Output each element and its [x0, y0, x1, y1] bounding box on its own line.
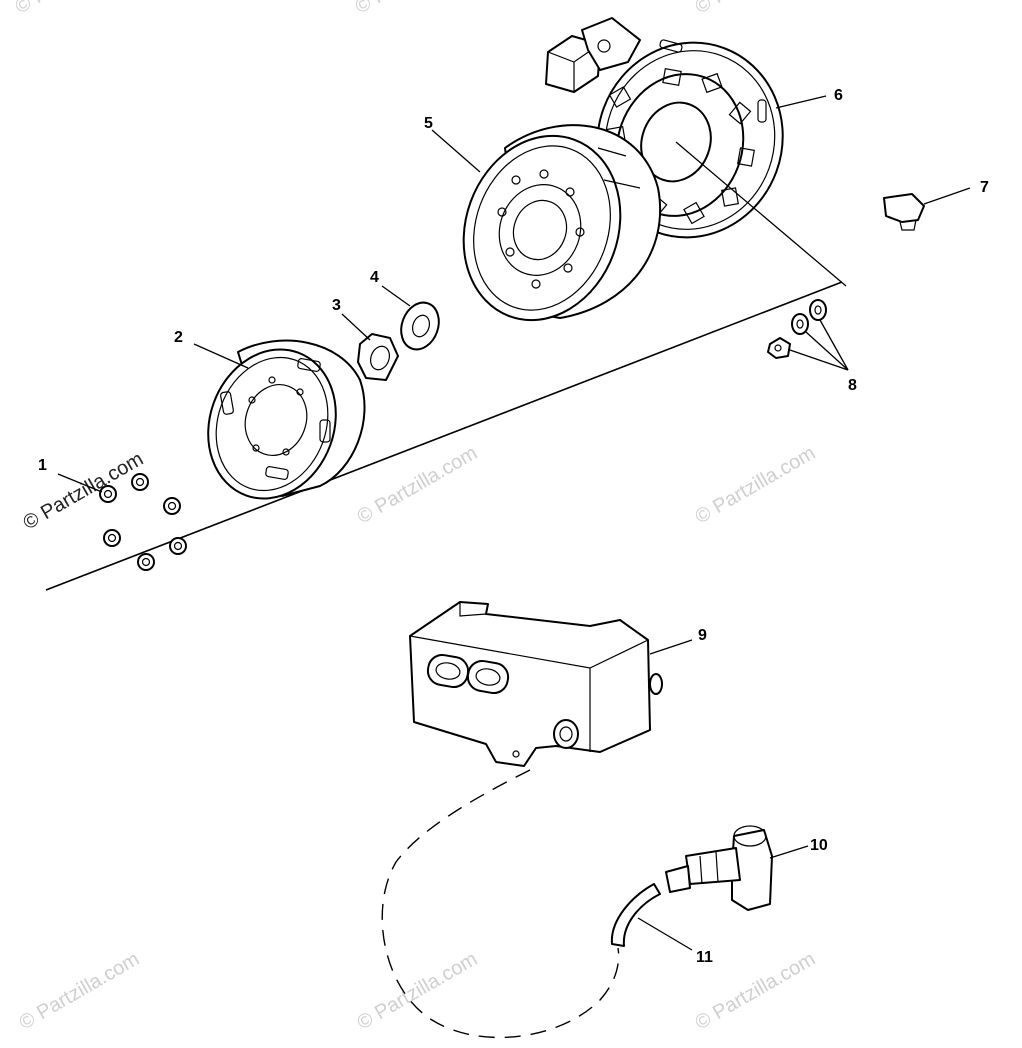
callout-11: 11 [696, 949, 713, 966]
callout-2: 2 [174, 329, 183, 346]
part-10-spark-plug-cap[interactable] [665, 825, 773, 911]
part-4-washer[interactable] [395, 297, 445, 354]
watermark-top-right: © Partzilla.com [692, 0, 820, 18]
part-2-starter-cup[interactable] [188, 331, 366, 516]
watermark-top-mid: © Partzilla.com [352, 0, 480, 18]
watermark-bottom-mid: © Partzilla.com [354, 948, 482, 1034]
part-9-cdi-box[interactable] [409, 601, 663, 767]
callout-4: 4 [370, 269, 379, 286]
watermark-mid-right: © Partzilla.com [692, 442, 820, 528]
part-5-flywheel[interactable] [438, 114, 662, 343]
part-7-clip[interactable] [883, 193, 925, 231]
callout-labels: 1 2 3 4 5 6 7 8 9 10 11 [38, 87, 989, 966]
callout-5: 5 [424, 115, 433, 132]
callout-1: 1 [38, 457, 47, 474]
watermark-top-left: © Partzilla.com [12, 0, 140, 18]
callout-8: 8 [848, 377, 857, 394]
part-1-bolts[interactable] [99, 473, 187, 571]
callout-7: 7 [980, 179, 989, 196]
screw-axis-line [675, 141, 847, 287]
callout-10: 10 [810, 837, 828, 854]
part-8-screws[interactable] [767, 299, 827, 359]
watermark-mid-center: © Partzilla.com [354, 442, 482, 528]
dashed-wire-route [381, 769, 620, 1039]
assembly-axis [45, 281, 843, 591]
callout-9: 9 [698, 627, 707, 644]
part-3-nut[interactable] [357, 333, 399, 381]
part-11-wire[interactable] [610, 883, 661, 947]
watermark-bottom-left: © Partzilla.com [16, 948, 144, 1034]
callout-6: 6 [834, 87, 843, 104]
leader-lines [57, 95, 971, 951]
callout-3: 3 [332, 297, 341, 314]
